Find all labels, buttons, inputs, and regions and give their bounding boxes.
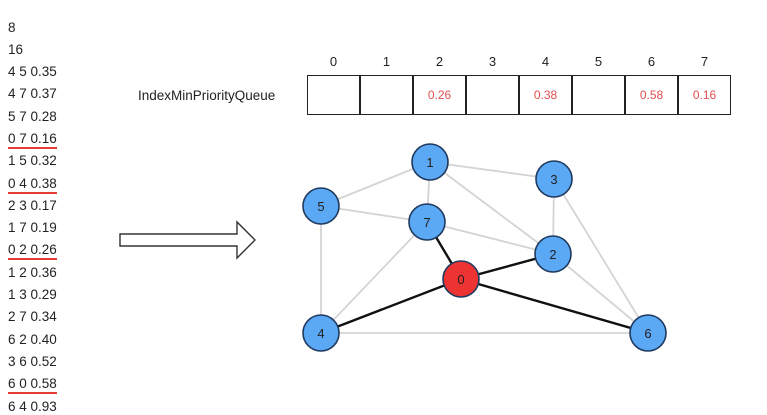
queue-index-label: 0	[329, 54, 338, 69]
queue-cell: 0.26	[413, 75, 466, 115]
graph-edge	[429, 161, 554, 255]
graph-node-label: 5	[317, 199, 324, 214]
edge-list: 8 16 4 5 0.35 4 7 0.37 5 7 0.28 0 7 0.16 1 5…	[0, 0, 100, 414]
graph-edge	[552, 253, 649, 334]
graph-node: 2	[534, 235, 572, 273]
graph-node-circle	[302, 314, 340, 352]
edge-entry: 2 7 0.34	[8, 309, 57, 325]
graph-node: 6	[629, 314, 667, 352]
queue-index-label: 2	[435, 54, 444, 69]
edge-entry: 3 6 0.52	[8, 353, 57, 369]
graph-node-label: 2	[549, 247, 556, 262]
edge-entry: 5 7 0.28	[8, 108, 57, 124]
edge-entry: 1 7 0.19	[8, 220, 57, 236]
queue-index-label: 7	[700, 54, 709, 69]
graph-node-label: 1	[426, 155, 433, 170]
edge-entry: 4 7 0.37	[8, 86, 57, 102]
queue-cell: 0.16	[678, 75, 731, 115]
queue-label: IndexMinPriorityQueue	[138, 88, 276, 103]
queue-index-label: 3	[488, 54, 497, 69]
queue-cell: 0.38	[519, 75, 572, 115]
graph-node-circle	[534, 235, 572, 273]
queue-index-label: 1	[382, 54, 391, 69]
edge-entry: 0 2 0.26	[8, 242, 57, 261]
graph-node: 4	[302, 314, 340, 352]
edge-entry: 1 3 0.29	[8, 287, 57, 302]
queue-cell	[360, 75, 413, 115]
graph-node: 3	[535, 160, 573, 198]
edge-count: 16	[8, 42, 24, 57]
graph-edge	[320, 161, 431, 207]
edge-entry: 6 2 0.40	[8, 331, 57, 347]
graph-node: 7	[408, 203, 446, 241]
graph-node-circle	[408, 203, 446, 241]
graph-edge	[429, 161, 555, 180]
graph-node: 1	[411, 143, 449, 181]
graph-node-circle	[411, 143, 449, 181]
graph-edge	[426, 221, 554, 255]
queue-index-label: 5	[594, 54, 603, 69]
right-arrow-icon	[119, 220, 256, 260]
queue-cell	[572, 75, 625, 115]
edge-entry: 0 4 0.38	[8, 176, 57, 194]
queue-cell	[466, 75, 519, 115]
queue-index-label: 6	[647, 54, 656, 69]
graph-node: 5	[302, 187, 340, 225]
graph-node-label: 4	[317, 326, 324, 341]
queue-index-label: 4	[541, 54, 550, 69]
graph-node-circle	[629, 314, 667, 352]
graph-node: 0	[442, 260, 480, 298]
graph-edge	[320, 277, 462, 335]
edge-entry: 1 2 0.36	[8, 264, 57, 280]
graph-node-circle	[302, 187, 340, 225]
edge-entry: 0 7 0.16	[8, 131, 57, 149]
edge-entry: 6 0 0.58	[8, 376, 57, 395]
graph-node-circle	[535, 160, 573, 198]
edge-entry: 4 5 0.35	[8, 64, 57, 79]
graph-edge	[460, 277, 649, 335]
queue-cell	[307, 75, 360, 115]
graph-node-label: 6	[644, 326, 651, 341]
edge-entry: 2 3 0.17	[8, 197, 57, 213]
graph-edge	[320, 221, 428, 334]
graph-node-label: 0	[457, 272, 464, 287]
queue-cell: 0.58	[625, 75, 678, 115]
vertex-count: 8	[8, 20, 16, 35]
edge-entry: 1 5 0.32	[8, 153, 57, 169]
graph-node-label: 7	[423, 215, 430, 230]
graph-node-label: 3	[550, 172, 557, 187]
graph-edge	[553, 178, 649, 334]
graph-node-circle	[442, 260, 480, 298]
